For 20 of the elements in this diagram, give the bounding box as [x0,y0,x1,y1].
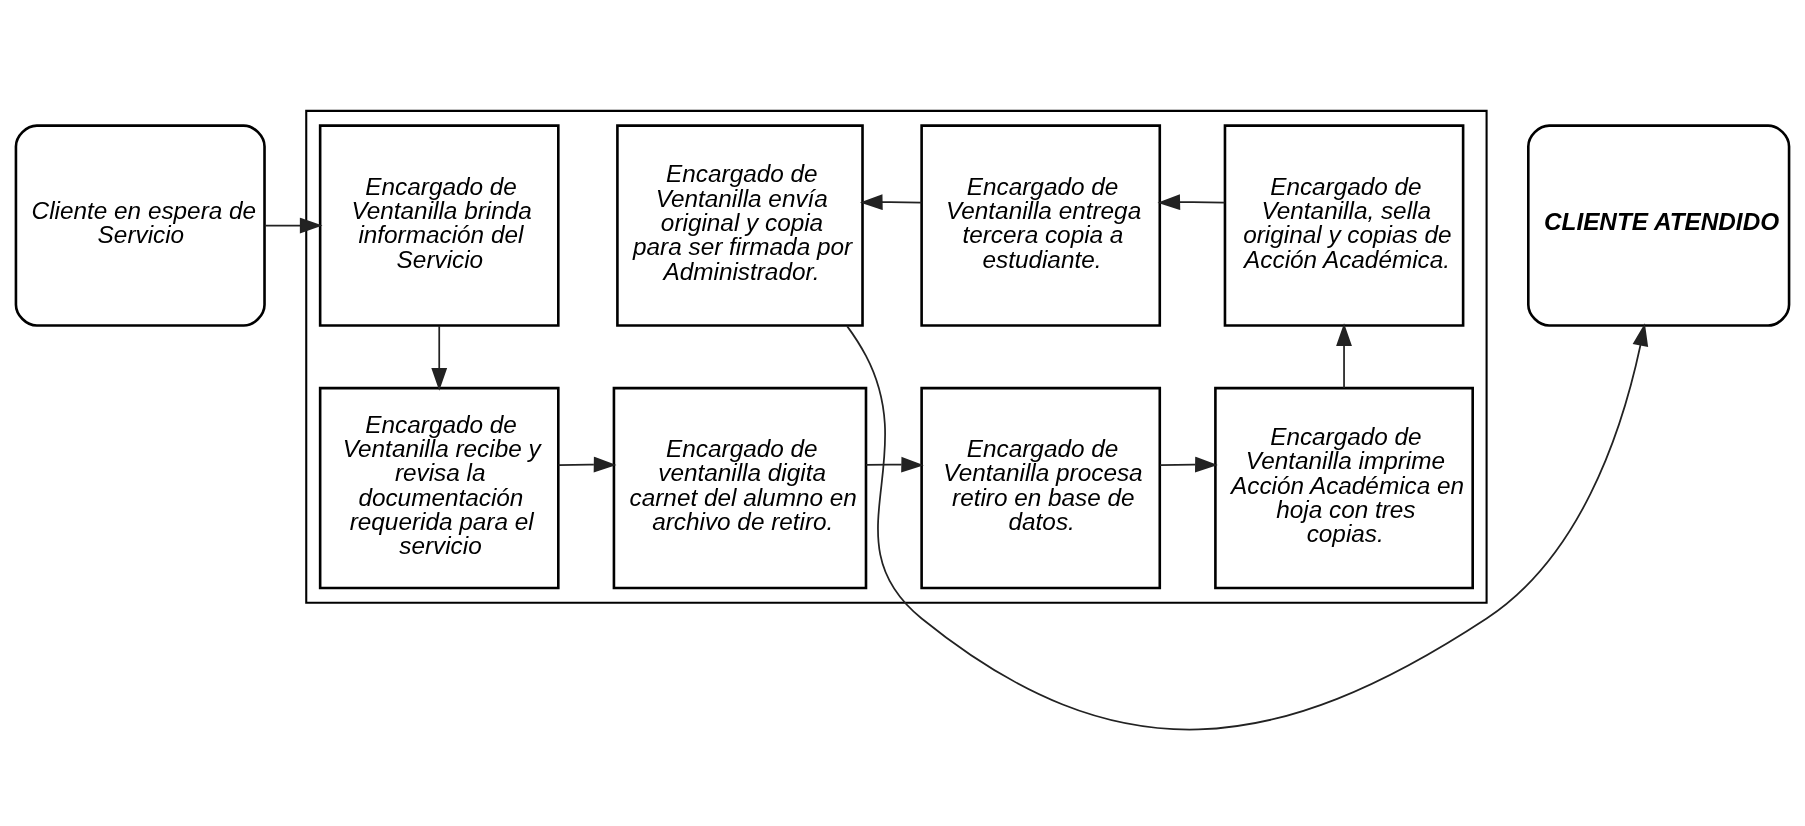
node-box: CLIENTE ATENDIDO [1527,123,1791,327]
node-box: Encargado de Ventanilla, sella original y copias de Acción Académica. [1223,123,1465,327]
arrow [1336,322,1352,389]
arrow [1157,193,1226,210]
arrow [865,456,924,473]
arrow [557,456,617,473]
node-box: Encargado de Ventanilla procesa retiro en base de datos. [920,386,1162,589]
cluster [305,109,1488,604]
node-box: Encargado de Ventanilla recibe y revisa la documentación requerida para el servicio [318,386,560,589]
node-box: Encargado de Ventanilla imprime Acción Académica en hoja con tres copias. [1214,386,1474,589]
node-box: Cliente en espera de Servicio [14,123,266,327]
node-box: Encargado de Ventanilla brinda información del Servicio [318,123,560,327]
arrow [859,193,923,210]
node-box: Encargado de Ventanilla entrega tercera copia a estudiante. [920,123,1162,327]
arrow [431,324,448,391]
node-box: Encargado de Ventanilla envía original y copia para ser firmada por Administrador. [616,123,864,327]
arrow [263,217,323,233]
arrow [846,322,1649,730]
arrow [1159,456,1218,473]
node-box: Encargado de ventanilla digita carnet del alumno en archivo de retiro. [612,386,868,589]
